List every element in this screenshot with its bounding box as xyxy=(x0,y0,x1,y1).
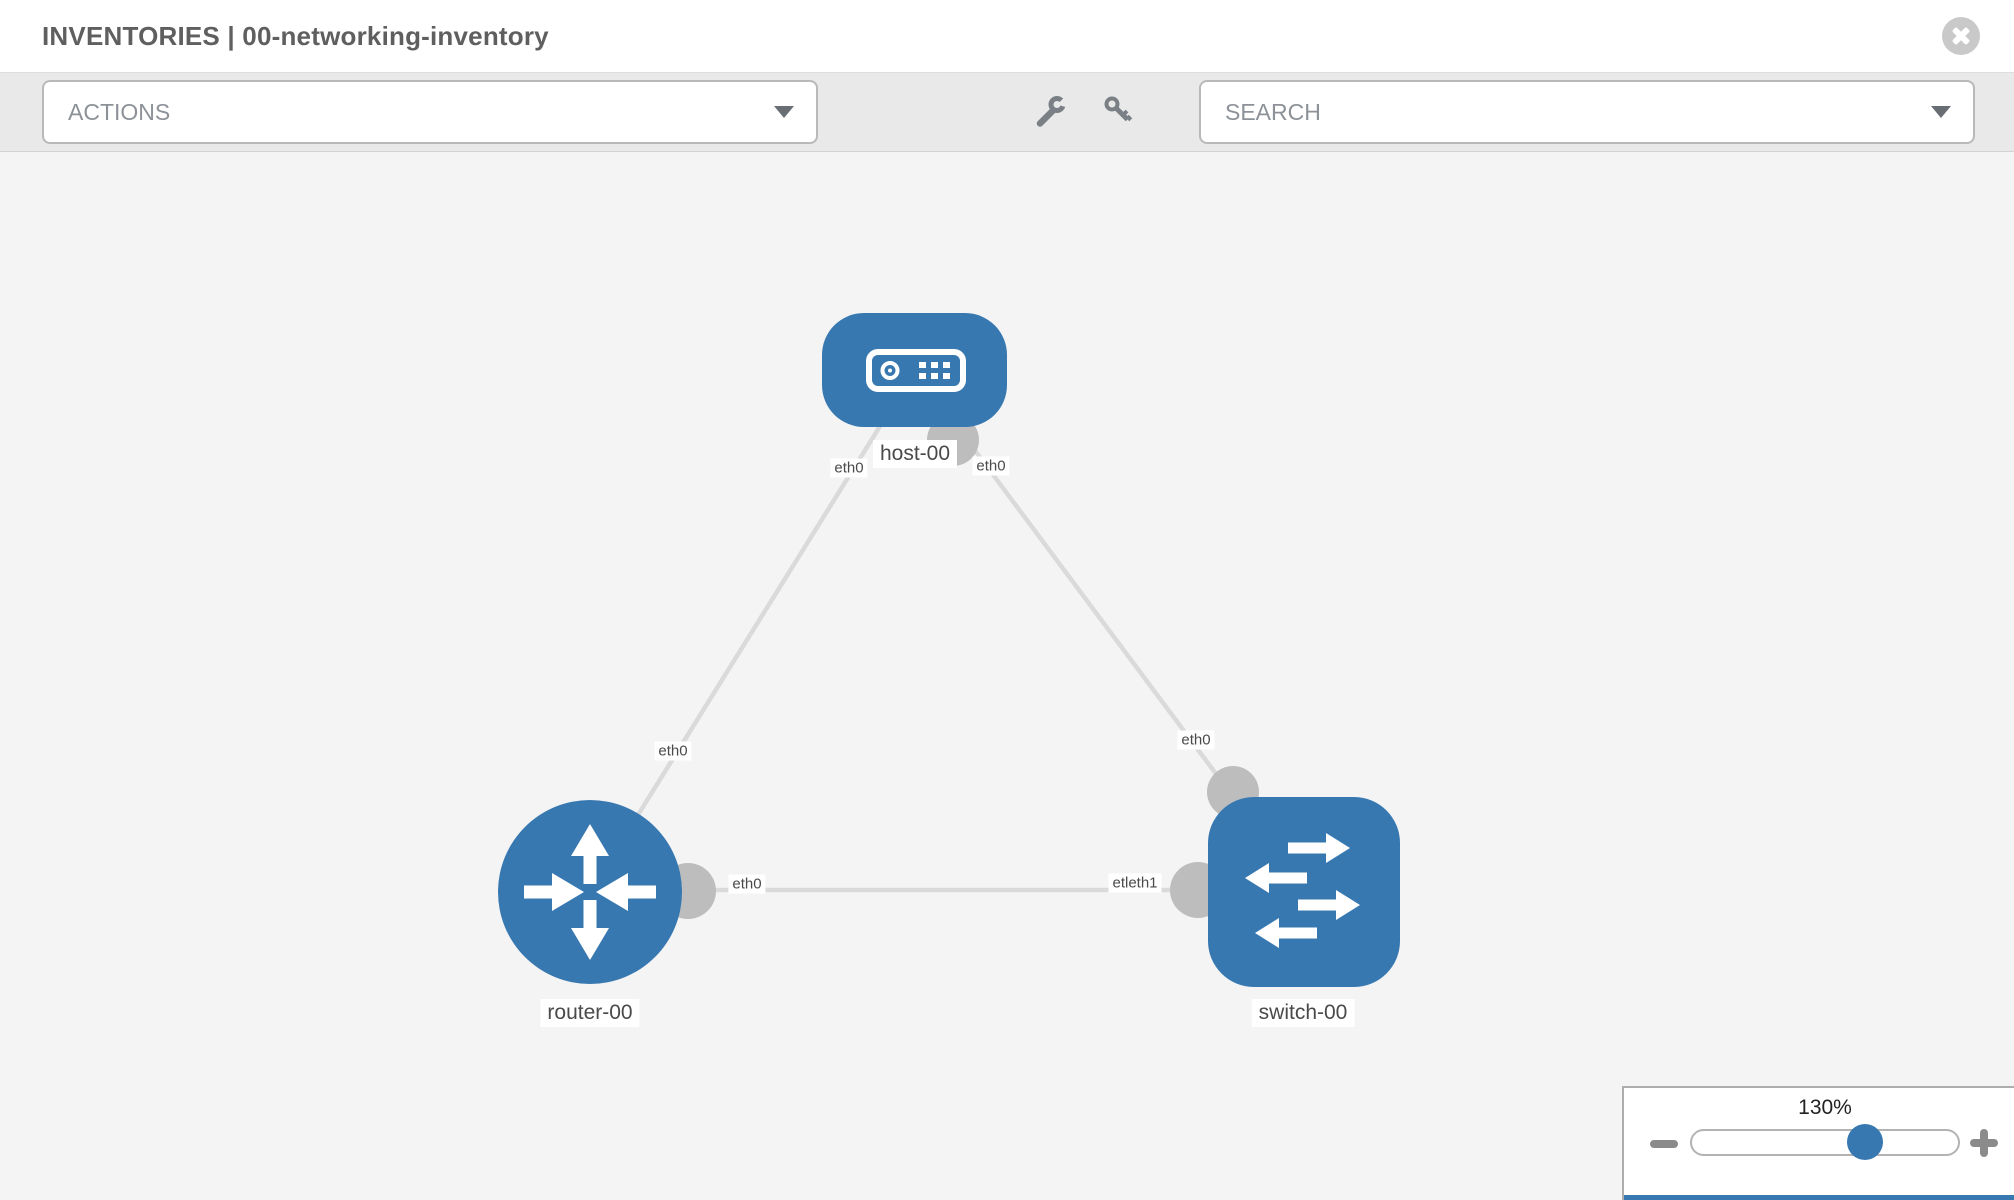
key-icon[interactable] xyxy=(1101,94,1137,130)
server-icon xyxy=(866,349,966,392)
node-label-switch: switch-00 xyxy=(1251,999,1355,1027)
node-switch[interactable] xyxy=(1208,797,1400,987)
toolbar: ACTIONS SEARCH xyxy=(0,72,2014,152)
node-label-host: host-00 xyxy=(872,440,958,468)
interface-label-bottom-left: eth0 xyxy=(728,874,766,894)
wrench-icon[interactable] xyxy=(1033,94,1069,130)
chevron-down-icon xyxy=(774,106,794,118)
interface-label-host-right: eth0 xyxy=(972,456,1010,476)
interface-label-bottom-right: etleth1 xyxy=(1108,873,1162,893)
chevron-down-icon xyxy=(1931,106,1951,118)
zoom-level-value: 130% xyxy=(1798,1096,1852,1119)
interface-label-router-uplink: eth0 xyxy=(654,741,692,761)
actions-dropdown-label: ACTIONS xyxy=(68,98,171,125)
zoom-panel: 130% xyxy=(1622,1086,2014,1200)
interface-label-switch-uplink: eth0 xyxy=(1177,730,1215,750)
zoom-slider-thumb[interactable] xyxy=(1847,1124,1883,1160)
topology-canvas[interactable]: host-00 router-00 switch-00 eth0 eth0 et… xyxy=(0,152,2014,1200)
link-endpoints xyxy=(660,414,1259,919)
close-icon[interactable] xyxy=(1942,17,1980,55)
header: INVENTORIES | 00-networking-inventory xyxy=(0,0,2014,72)
switch-arrows-icon xyxy=(1245,833,1360,948)
page-title: INVENTORIES | 00-networking-inventory xyxy=(42,20,549,51)
router-arrows-icon xyxy=(524,824,656,960)
zoom-slider[interactable] xyxy=(1690,1124,1960,1160)
search-dropdown-label: SEARCH xyxy=(1225,98,1321,125)
interface-label-host-left: eth0 xyxy=(830,458,868,478)
zoom-out-minus-icon[interactable] xyxy=(1650,1140,1678,1148)
search-dropdown[interactable]: SEARCH xyxy=(1199,80,1975,144)
zoom-in-plus-icon[interactable] xyxy=(1970,1129,1998,1157)
actions-dropdown[interactable]: ACTIONS xyxy=(42,80,818,144)
panel-bottom-strip xyxy=(1624,1195,2014,1200)
link-host-router[interactable] xyxy=(588,368,917,894)
tool-buttons xyxy=(1033,94,1169,130)
node-label-router: router-00 xyxy=(540,999,640,1027)
node-host[interactable] xyxy=(822,313,1007,427)
node-router[interactable] xyxy=(498,800,682,984)
